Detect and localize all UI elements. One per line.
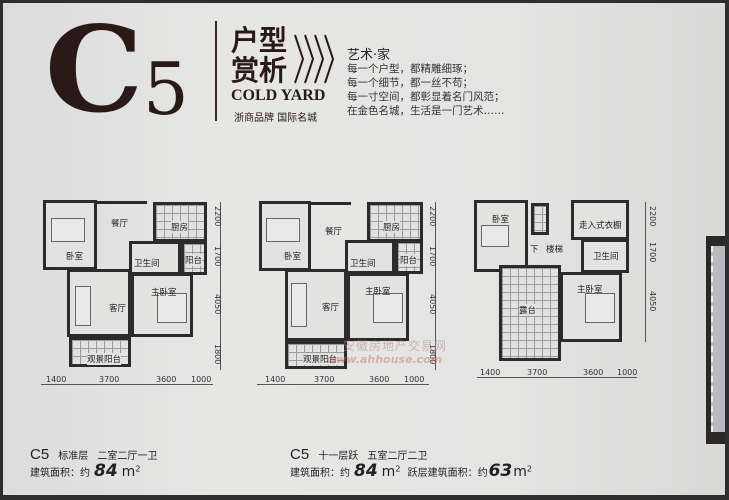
title-line2: 赏析 [231, 54, 288, 87]
room-label: 下 [530, 245, 539, 255]
room-label: 卧室 [492, 215, 510, 225]
dim-h: 1400 [480, 368, 501, 377]
chevrons-icon [294, 34, 335, 84]
adjacent-plan-partial [706, 236, 725, 444]
dim-v: 1800 [428, 344, 437, 365]
artist-line: 每一寸空间，都彰显着名门风范； [347, 91, 505, 103]
caption-standard-title: C5 标准层 二室二厅一卫 [30, 444, 157, 463]
title-english: COLD YARD [231, 87, 326, 104]
room-label: 客厅 [322, 303, 340, 313]
model-number: 5 [143, 47, 189, 131]
room-label: 主卧室 [151, 288, 177, 298]
room-label: 阳台 [400, 254, 418, 266]
dim-h: 1400 [46, 375, 67, 384]
bed-icon [157, 293, 187, 323]
area-value: 84 [354, 461, 378, 481]
header-divider [215, 21, 217, 121]
duplex-area-label: 跃层建筑面积：约 [407, 468, 488, 479]
dim-h: 3700 [99, 375, 120, 384]
artist-title: 艺术·家 [347, 48, 391, 63]
dim-v: 1700 [428, 246, 437, 267]
dim-h: 3700 [314, 375, 335, 384]
area-unit: m [121, 464, 136, 480]
bed-icon [51, 218, 85, 242]
room-label: 卫生间 [593, 252, 619, 262]
dim-h: 1000 [404, 375, 425, 384]
room-label: 露台 [519, 304, 537, 316]
area-label: 建筑面积：约 [290, 468, 350, 479]
room-label: 阳台 [185, 254, 203, 266]
brochure-page: C 5 户型 赏析 COLD YARD 浙商品牌 国际名城 艺术·家 每一个户型… [3, 3, 725, 495]
caption-layout: 二室二厅一卫 [97, 451, 158, 462]
artist-line: 每一个细节，都一丝不苟； [347, 77, 473, 89]
room-label: 主卧室 [365, 287, 391, 297]
room-label: 楼梯 [546, 245, 564, 255]
watermark-url: www.ahhouse.com [326, 353, 443, 366]
room-walk-in-closet [571, 200, 629, 240]
dim-h: 3600 [156, 375, 177, 384]
room-label: 客厅 [109, 304, 127, 314]
room-label: 走入式衣橱 [579, 221, 622, 231]
dim-h: 3600 [369, 375, 390, 384]
sofa-icon [291, 283, 307, 327]
dim-v: 2200 [428, 206, 437, 227]
room-label: 观景阳台 [303, 353, 338, 365]
duplex-area-unit: m [513, 464, 527, 480]
room-bathroom [581, 239, 629, 273]
dim-h: 1000 [191, 375, 212, 384]
room-label: 主卧室 [577, 285, 603, 295]
bed-icon [373, 293, 403, 323]
area-unit: m [381, 464, 396, 480]
bed-icon [585, 293, 615, 323]
duplex-area-sup: 2 [526, 464, 532, 474]
dim-v: 4050 [213, 294, 222, 315]
model-letter: C [44, 0, 144, 139]
room-label: 卫生间 [134, 259, 160, 269]
dim-v: 1700 [648, 242, 657, 263]
room-label: 厨房 [383, 221, 401, 233]
caption-layout: 五室二厅二卫 [367, 451, 428, 462]
dim-h: 3700 [527, 368, 548, 377]
dim-h: 3600 [583, 368, 604, 377]
dim-v: 1800 [213, 344, 222, 365]
room-bathroom [345, 240, 395, 274]
dim-v: 4050 [428, 294, 437, 315]
title-line1: 户型 [231, 24, 288, 57]
caption-duplex-title: C5 十一层跃 五室二厅二卫 [290, 444, 427, 463]
room-stairs [531, 203, 549, 235]
caption-floor: 十一层跃 [318, 451, 359, 462]
duplex-area-value: 63 [488, 461, 513, 481]
room-label: 观景阳台 [87, 353, 122, 365]
area-sup: 2 [135, 464, 141, 474]
room-label: 厨房 [171, 221, 189, 233]
watermark-text: 安徽房地产交易网 [343, 339, 448, 353]
slogan: 浙商品牌 国际名城 [234, 113, 318, 124]
caption-floor: 标准层 [58, 451, 89, 462]
artist-line: 在金色名城，生活是一门艺术…… [347, 105, 505, 117]
area-value: 84 [94, 461, 118, 481]
room-label: 卫生间 [350, 259, 376, 269]
artist-line: 每一个户型，都精雕细琢； [347, 63, 473, 75]
dim-v: 2200 [648, 206, 657, 227]
dim-v: 1700 [213, 246, 222, 267]
room-label: 餐厅 [111, 219, 129, 229]
sofa-icon [75, 286, 91, 326]
dim-v: 2200 [213, 206, 222, 227]
caption-code: C5 [30, 446, 50, 463]
dim-h: 1000 [617, 368, 638, 377]
room-label: 餐厅 [325, 227, 343, 237]
area-label: 建筑面积：约 [30, 468, 90, 479]
bed-icon [266, 218, 300, 242]
dim-h: 1400 [265, 375, 286, 384]
room-label: 卧室 [66, 252, 84, 262]
caption-code: C5 [290, 446, 310, 463]
bed-icon [481, 225, 509, 247]
area-sup: 2 [395, 464, 401, 474]
room-label: 卧室 [284, 252, 302, 262]
dim-v: 4050 [648, 291, 657, 312]
